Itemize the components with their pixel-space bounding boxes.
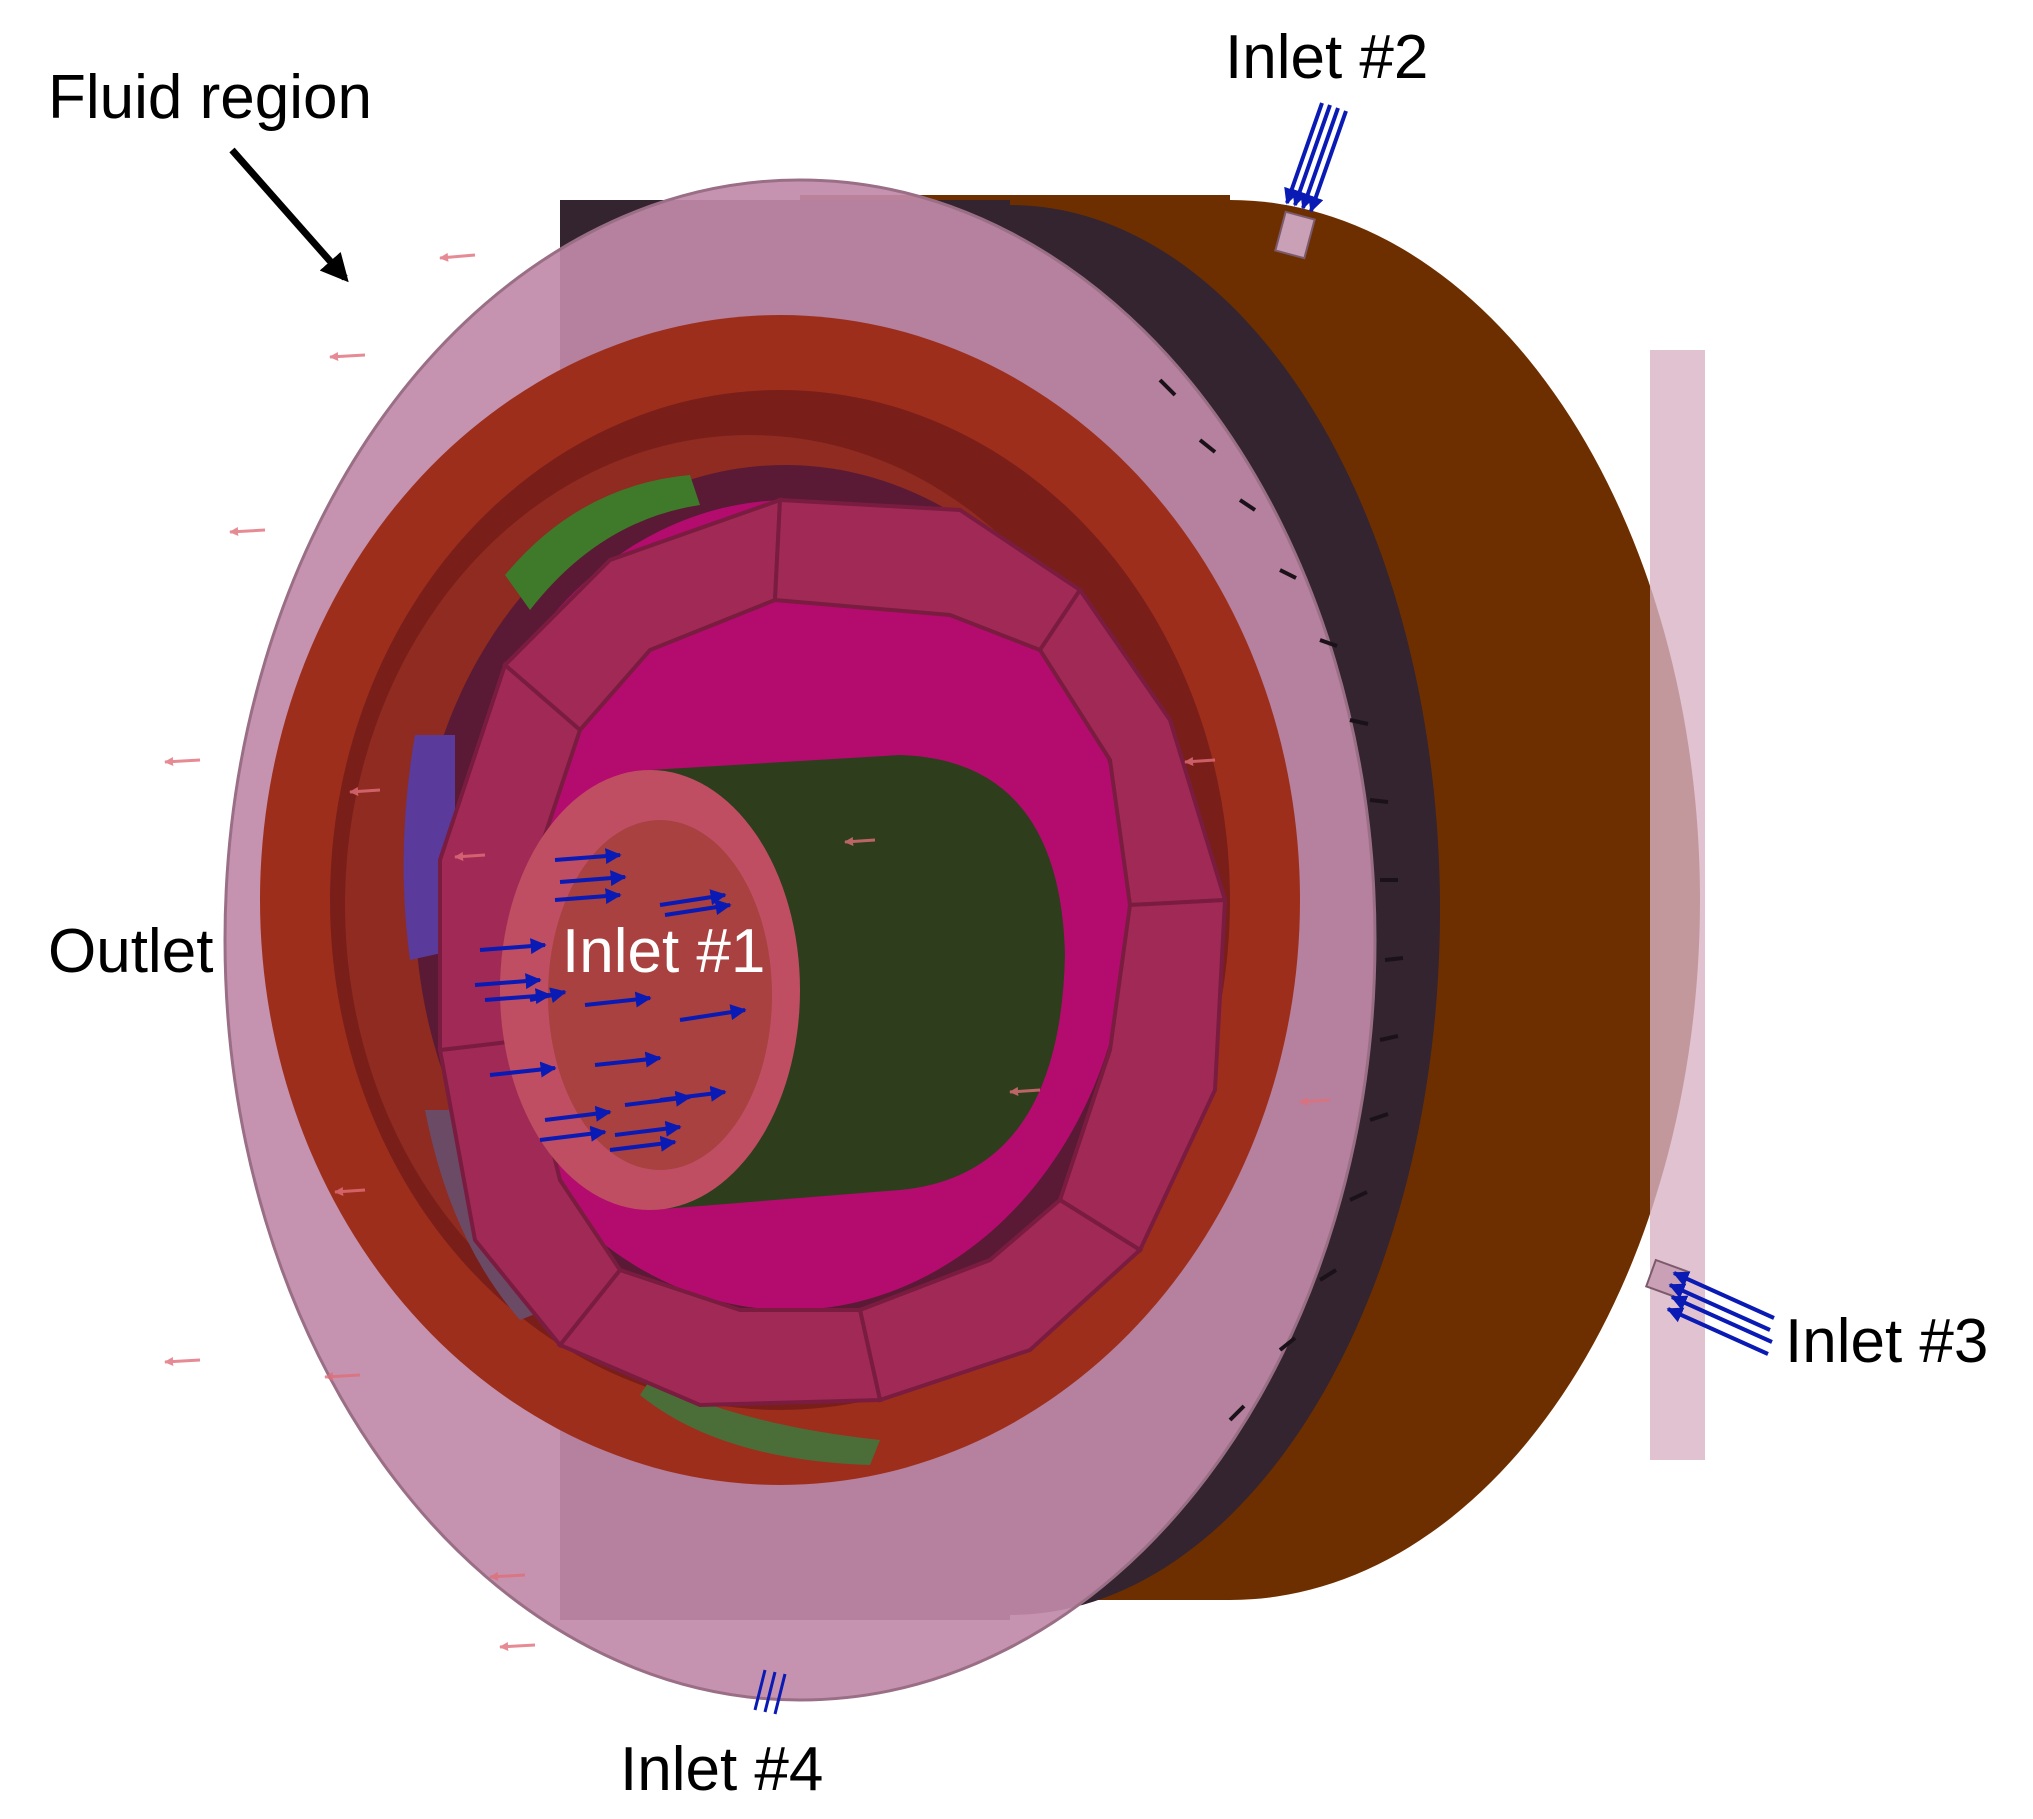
magnet-bottom [640, 1380, 880, 1465]
inlet-4-flow-arrows [753, 1669, 787, 1715]
inlet-1-label: Inlet #1 [562, 917, 765, 986]
inlet-2-port [1274, 102, 1348, 260]
magnet-top [505, 475, 700, 610]
cooling-teeth [1158, 378, 1404, 1422]
inlet-3-label: Inlet #3 [1785, 1307, 1988, 1376]
fluid-region-label: Fluid region [48, 63, 372, 132]
inlet-3-flow-arrows [1666, 1271, 1775, 1356]
inlet-2-label: Inlet #2 [1225, 23, 1428, 92]
inlet-1-flow-arrows [474, 848, 747, 1152]
outlet-flow-arrows [164, 252, 1331, 1652]
inlet-2-flow-arrows [1284, 102, 1348, 213]
arrow-pointer-icon [229, 147, 349, 283]
outlet-label: Outlet [48, 917, 213, 986]
inlet-4-label: Inlet #4 [620, 1735, 823, 1804]
stator-coils [437, 497, 1228, 1408]
inlet-3-port [1644, 1258, 1775, 1356]
